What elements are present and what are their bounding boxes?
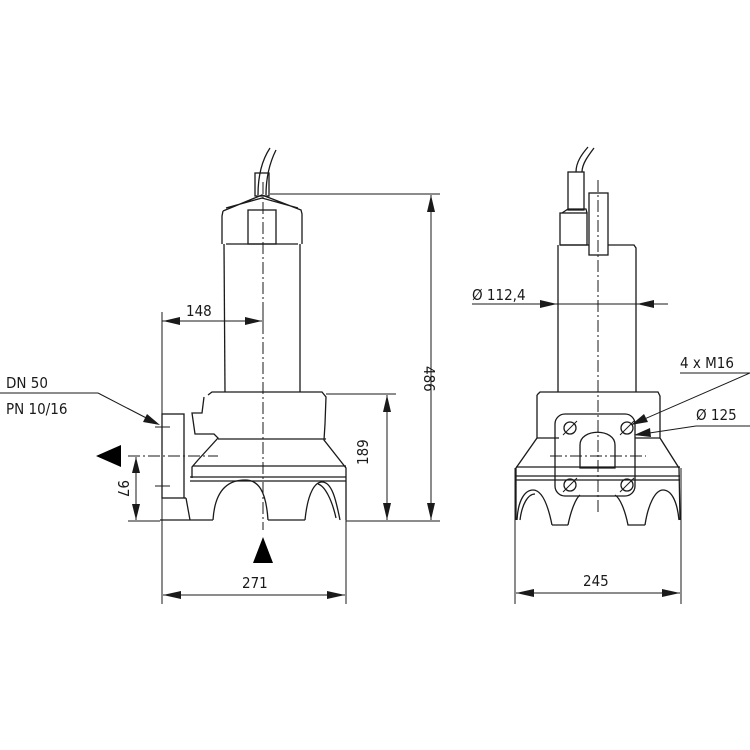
inlet-opening (579, 431, 616, 469)
side-cable-icon (575, 146, 595, 173)
pump-housing (207, 391, 347, 520)
dim-271-label: 271 (242, 574, 268, 592)
dim-97-label: 97 (114, 480, 132, 497)
bolt-spec-label: 4 x M16 (680, 354, 734, 372)
side-dimensions: Ø 112,4 4 x M16 Ø 125 245 (472, 286, 750, 604)
connection-size-label: DN 50 (6, 374, 48, 392)
motor-top-cap (221, 194, 303, 244)
front-dimensions: 148 486 189 97 271 DN 50 (0, 193, 440, 604)
bolt-holes (562, 420, 635, 493)
cable-icon (257, 147, 277, 196)
discharge-arrow-icon (96, 445, 121, 467)
dim-189-label: 189 (354, 439, 372, 465)
flange-diameter-label: Ø 125 (696, 406, 737, 424)
flange-plate (554, 413, 636, 497)
side-feet (516, 489, 680, 526)
pressure-rating-label: PN 10/16 (6, 400, 67, 418)
front-view (128, 147, 347, 530)
inlet-arrow-icon (253, 537, 273, 563)
side-motor (557, 244, 637, 392)
dim-148-label: 148 (186, 302, 212, 320)
dim-245-label: 245 (583, 572, 609, 590)
pump-feet (185, 479, 341, 521)
motor-diameter-label: Ø 112,4 (472, 286, 526, 304)
dim-486-label: 486 (420, 366, 438, 392)
side-view (515, 146, 681, 526)
